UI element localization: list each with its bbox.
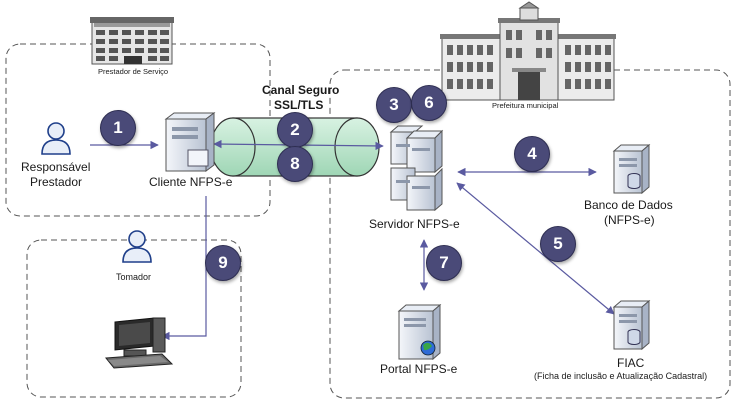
portal-server-icon — [397, 303, 442, 361]
prefeitura-label: Prefeitura municipal — [492, 101, 559, 110]
step-4-badge: 4 — [514, 136, 550, 172]
prestador-region — [5, 43, 271, 217]
prestador-servico-label: Prestador de Serviço — [98, 67, 169, 76]
tomador-computer-icon — [105, 317, 174, 369]
portal-nfpse-label: Portal NFPS-e — [380, 362, 458, 376]
banco-nfpse-label: (NFPS-e) — [604, 213, 655, 227]
banco-dados-label: Banco de Dados — [584, 198, 673, 212]
step-1-badge: 1 — [100, 110, 136, 146]
fiac-descricao-label: (Ficha de inclusão e Atualização Cadastr… — [534, 371, 708, 381]
step-3-badge: 3 — [376, 87, 412, 123]
responsavel-label: Responsável — [21, 160, 91, 174]
servidor-nfpse-label: Servidor NFPS-e — [369, 217, 460, 231]
step-7-badge: 7 — [426, 245, 462, 281]
step-9-badge: 9 — [205, 245, 241, 281]
step-8-badge: 8 — [277, 146, 313, 182]
cliente-server-icon — [164, 112, 216, 172]
fiac-server-icon — [612, 299, 651, 351]
canal-seguro-label: Canal Seguro — [262, 83, 340, 97]
prestador-label: Prestador — [30, 175, 83, 189]
banco-dados-server-icon — [612, 143, 651, 195]
step-6-badge: 6 — [411, 85, 447, 121]
arrow-cliente-tomador — [161, 196, 207, 341]
step-2-badge: 2 — [277, 112, 313, 148]
prestador-building-icon — [90, 17, 174, 65]
ssl-tls-label: SSL/TLS — [274, 98, 324, 112]
cliente-nfpse-label: Cliente NFPS-e — [149, 175, 233, 189]
prefeitura-building-icon — [440, 1, 616, 101]
fiac-label: FIAC — [617, 356, 645, 370]
tomador-person-icon — [122, 230, 152, 263]
step-5-badge: 5 — [540, 226, 576, 262]
responsavel-person-icon — [41, 122, 71, 155]
servidor-server-stack-icon — [389, 125, 444, 212]
tomador-label: Tomador — [116, 272, 152, 282]
arrow-servidor-fiac — [456, 182, 615, 315]
